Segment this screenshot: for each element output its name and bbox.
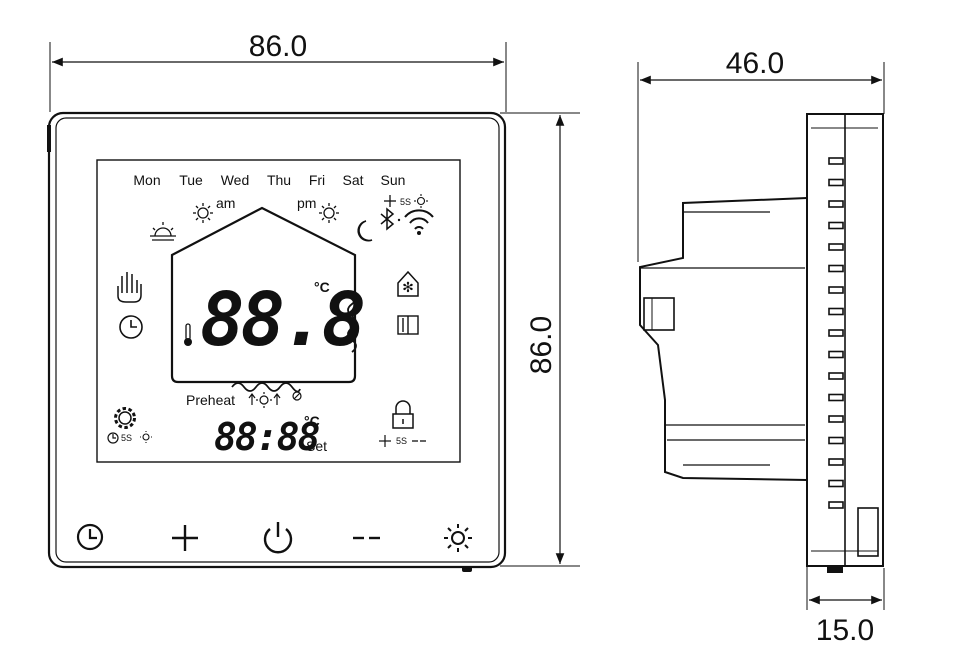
day-labels: Mon Tue Wed Thu Fri Sat Sun [133,172,405,188]
side-view: 46.0 15.0 [637,47,885,647]
side-front-depth-dimension: 15.0 [806,565,885,647]
vent-slot [828,200,844,208]
clock-unit-label: °C [304,413,320,429]
sun-pm-icon [319,203,339,223]
plus-button[interactable] [172,525,198,551]
day-fri: Fri [309,172,325,188]
lock-5s-indicator: 5S [379,435,426,447]
vent-slot [828,178,844,187]
thermostat-body [47,111,507,569]
sunrise-icon [150,222,176,241]
gear-icon [114,407,136,429]
pm-label: pm [297,195,316,211]
brightness-icon [451,531,465,545]
front-height-label: 86.0 [525,316,558,374]
day-sun: Sun [381,172,406,188]
side-front-depth-label: 15.0 [816,614,874,647]
vent-slots [828,157,844,509]
vent-slot [828,157,844,165]
lock-icon [392,400,414,429]
clock-5s-label: 5S [121,433,132,443]
power-button[interactable] [263,522,293,554]
vent-slot [828,221,844,230]
front-width-label: 86.0 [249,30,307,63]
cooling-mode-icon: ✻ [397,270,419,297]
vent-slot [828,307,844,316]
house-outline [170,206,357,384]
clock-icon [76,523,104,551]
front-width-dimension: 86.0 [49,30,507,112]
brightness-button[interactable] [444,524,472,552]
vent-slot [828,436,844,445]
back-housing-side [639,197,808,481]
clock-button[interactable] [76,523,104,551]
sun-small-icon [414,194,428,208]
sun-am-icon [193,203,213,223]
vent-slot [828,479,844,488]
front-view: 86.0 86.0 Mon Tue Wed Thu Fri Sat Sun [47,30,580,572]
front-plate-side [806,113,884,573]
preheat-label: Preheat [186,392,235,408]
snowflake-icon: ✻ [402,279,414,295]
set-label: Set [306,438,327,454]
preheat-sun-icon [248,392,281,408]
schedule-clock-icon [119,315,143,339]
main-temperature-display: 88.8 [200,277,364,363]
vent-slot [828,243,844,251]
side-depth-label: 46.0 [726,47,784,80]
vent-slot [828,458,844,466]
main-unit-label: °C [314,279,330,295]
clock-display: 88:88 [214,415,320,459]
bluetooth-icon [380,207,395,231]
lock-5s-label: 5S [396,436,407,446]
hand-manual-icon [117,272,142,303]
wifi-icon [404,209,434,230]
vent-slot [828,264,844,273]
day-sat: Sat [342,172,363,188]
front-height-dimension: 86.0 [500,112,580,567]
side-depth-dimension: 46.0 [637,47,885,262]
am-label: am [216,195,235,211]
vent-slot [828,286,844,294]
plus-5s-sun-indicator: 5S [384,194,428,208]
day-mon: Mon [133,172,160,188]
vent-slot [828,350,844,359]
clock-5s-sun-indicator: 5S [107,431,152,444]
power-icon [263,528,293,554]
lcd-screen [96,159,461,463]
plus-5s-label: 5S [400,197,411,207]
clock-small-icon [107,432,119,444]
heating-wave-icon [347,291,357,353]
moon-icon [357,220,373,242]
vent-slot [828,329,844,337]
vent-slot [828,415,844,423]
day-thu: Thu [267,172,291,188]
day-wed: Wed [221,172,250,188]
window-open-icon [397,315,419,335]
no-symbol-icon [292,391,302,401]
floor-heating-wave-icon [231,382,301,393]
day-tue: Tue [179,172,203,188]
sun-tiny-icon [140,431,152,443]
vent-slot [828,393,844,402]
thermometer-icon [184,323,192,346]
vent-slot [828,372,844,380]
vent-slot [828,501,844,509]
